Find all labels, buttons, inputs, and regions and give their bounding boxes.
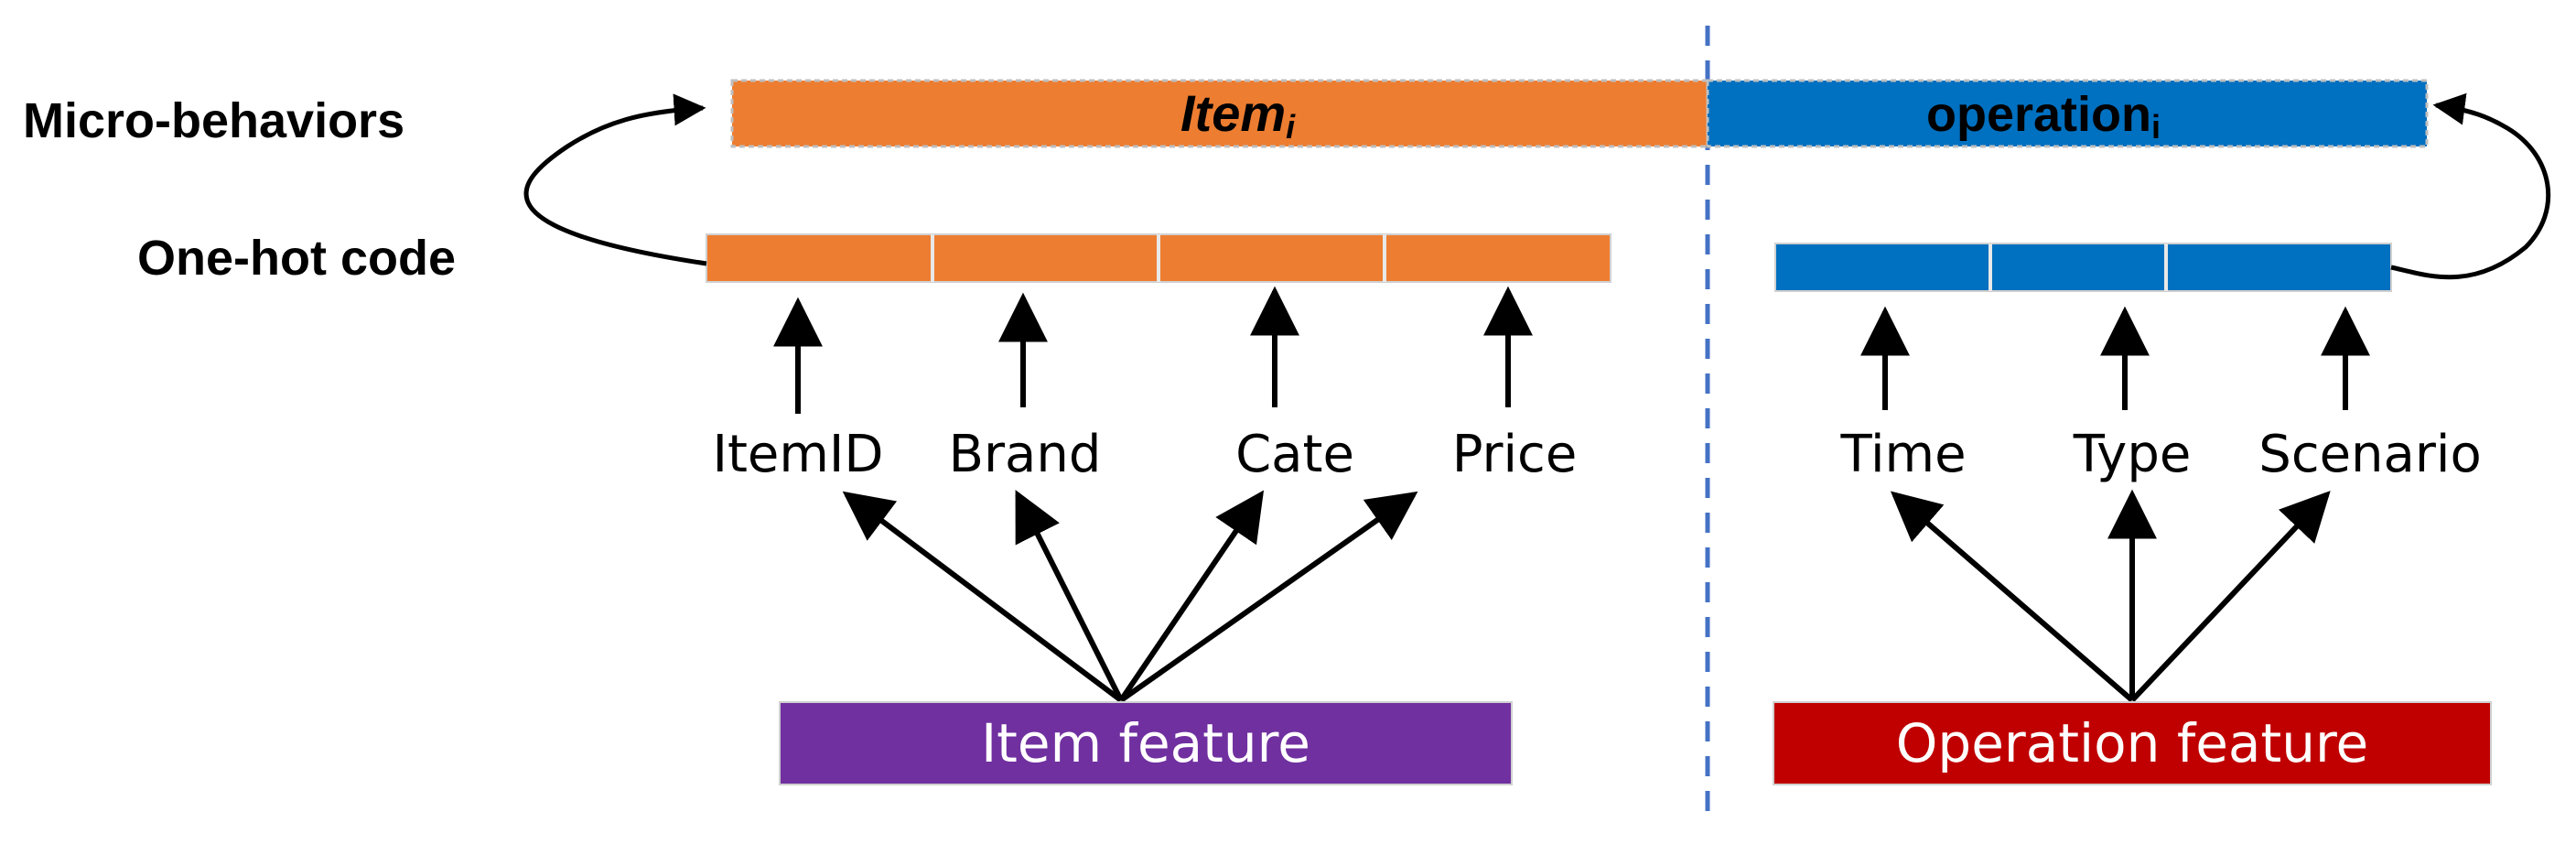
operation-field-arrows [1860, 306, 2370, 410]
one-hot-code-label: One-hot code [137, 231, 456, 286]
item-bar [730, 79, 1709, 148]
item-feature-label: Item feature [981, 712, 1310, 774]
item-feature-fan-arrows [842, 490, 1418, 703]
left-curved-arrow [523, 93, 707, 266]
item-one-hot-bar [706, 233, 1611, 283]
right-curved-arrow [2390, 92, 2551, 280]
field-label-type: Type [2073, 425, 2192, 484]
field-label-cate: Cate [1235, 425, 1354, 484]
field-label-itemid: ItemID [712, 425, 883, 484]
item-field-arrows [773, 286, 1533, 414]
field-label-price: Price [1452, 425, 1578, 484]
item-feature-box [779, 701, 1513, 785]
operation-feature-box [1773, 701, 2492, 785]
item-bar-label: Itemi [1180, 84, 1296, 146]
micro-behaviors-label: Micro-behaviors [23, 93, 404, 148]
operation-feature-fan-arrows [1890, 489, 2331, 703]
operation-one-hot-bar [1774, 243, 2392, 292]
operation-bar-label: operationi [1926, 87, 2161, 146]
field-label-scenario: Scenario [2258, 425, 2481, 484]
operation-feature-label: Operation feature [1896, 712, 2368, 774]
field-label-brand: Brand [949, 425, 1102, 484]
field-label-time: Time [1839, 425, 1966, 484]
operation-bar [1706, 79, 2429, 148]
